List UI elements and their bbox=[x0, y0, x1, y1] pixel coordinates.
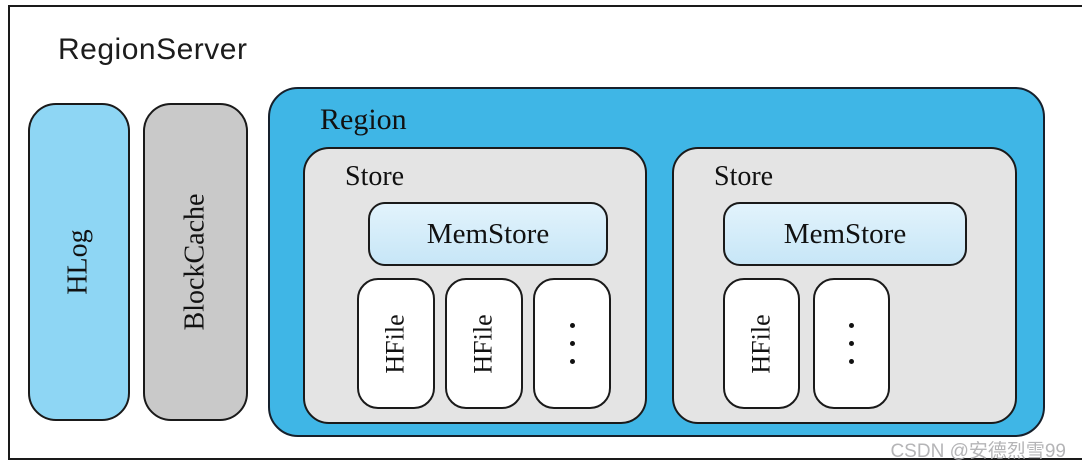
memstore-label-1: MemStore bbox=[426, 217, 550, 250]
blockcache-label: BlockCache bbox=[179, 193, 211, 331]
memstore-box-2: MemStore bbox=[723, 202, 967, 266]
store-label-2: Store bbox=[714, 161, 774, 192]
region-label: Region bbox=[320, 103, 407, 136]
hfile-box-1-1: HFile bbox=[357, 278, 435, 409]
memstore-box-1: MemStore bbox=[368, 202, 608, 266]
store-label-1: Store bbox=[345, 161, 405, 192]
watermark: CSDN @安德烈雪99 bbox=[890, 441, 1066, 462]
hlog-label: HLog bbox=[62, 229, 94, 295]
vertical-ellipsis-icon bbox=[849, 323, 854, 364]
hfile-label: HFile bbox=[380, 313, 410, 374]
hfile-box-2-1: HFile bbox=[723, 278, 800, 409]
hfile-label: HFile bbox=[468, 313, 498, 374]
vertical-ellipsis-icon bbox=[569, 323, 575, 364]
regionserver-title: RegionServer bbox=[58, 33, 248, 66]
more-hfiles-box-2 bbox=[813, 278, 890, 409]
memstore-label-2: MemStore bbox=[783, 217, 907, 250]
hfile-label: HFile bbox=[746, 313, 776, 374]
more-hfiles-box-1 bbox=[533, 278, 611, 409]
hlog-box: HLog bbox=[28, 103, 130, 421]
hfile-box-1-2: HFile bbox=[445, 278, 523, 409]
blockcache-box: BlockCache bbox=[143, 103, 248, 421]
